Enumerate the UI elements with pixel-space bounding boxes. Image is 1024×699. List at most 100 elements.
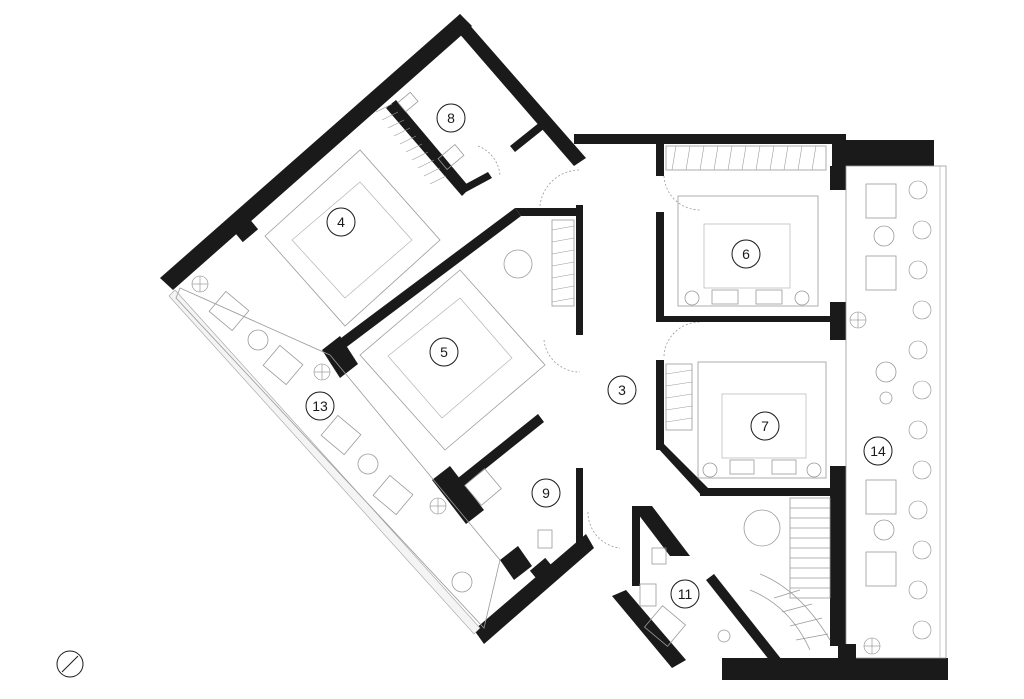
wardrobe-6 [665, 145, 827, 171]
wall-4-5 [325, 208, 521, 358]
room-label-5: 5 [429, 337, 459, 367]
room-label-4: 4 [326, 207, 356, 237]
lounger-14d [865, 551, 897, 587]
wall-11-left [632, 506, 640, 586]
wall-8-bottom [462, 172, 492, 192]
door-7 [663, 321, 701, 357]
lounger-14a [865, 183, 897, 219]
wall-8-inner [510, 122, 545, 152]
bed-7 [697, 361, 827, 479]
lounger-14b [865, 255, 897, 291]
door-9 [587, 511, 621, 549]
toilet-9 [537, 529, 553, 549]
wardrobe-5 [551, 219, 575, 307]
sink-8 [437, 144, 465, 170]
pillow-7a [729, 459, 755, 475]
wall-6-7 [656, 316, 836, 322]
wall-4-8 [386, 100, 470, 196]
svg-text:3: 3 [618, 382, 626, 398]
wall-11-top [632, 506, 690, 556]
wall-6-left [656, 144, 664, 176]
bed-6 [677, 195, 819, 307]
door-8 [477, 145, 501, 177]
svg-text:11: 11 [678, 586, 693, 602]
lounger-14c [865, 479, 897, 515]
room-label-14: 14 [863, 436, 893, 466]
svg-text:13: 13 [312, 398, 328, 414]
corridor-3 [477, 145, 701, 549]
pillow-6b [755, 289, 783, 305]
table-14a [873, 225, 895, 247]
wall-7-diag [656, 444, 708, 496]
table-13a [247, 329, 269, 351]
wall-67-right [830, 302, 846, 340]
svg-text:6: 6 [742, 246, 750, 262]
room-label-6: 6 [731, 239, 761, 269]
right-wing [574, 134, 948, 680]
lamp-6a [684, 290, 700, 306]
lounger-13b [262, 344, 304, 386]
svg-text:14: 14 [870, 443, 886, 459]
sink-11b [717, 629, 731, 643]
pillar-9 [432, 466, 484, 524]
table-14b [875, 361, 897, 383]
wall-7-bottom [700, 488, 836, 496]
door-5 [543, 339, 581, 373]
round-table-hall [743, 509, 781, 547]
room-label-9: 9 [531, 478, 561, 508]
terrace-13-outline [175, 287, 501, 629]
table-14c [879, 391, 893, 405]
wall-outer-se [474, 534, 594, 644]
wall-outer-ne [451, 14, 586, 166]
bed-5 [359, 269, 546, 451]
wall-6-right [830, 166, 846, 190]
wall-7-left [656, 360, 664, 450]
plant-icon [191, 275, 209, 293]
stove-icon [229, 213, 259, 243]
svg-text:7: 7 [761, 418, 769, 434]
room-label-3: 3 [607, 375, 637, 405]
toilet-11 [651, 547, 667, 565]
bed-4 [264, 149, 441, 327]
pillow-6a [711, 289, 739, 305]
room-label-7: 7 [750, 411, 780, 441]
svg-text:5: 5 [440, 344, 448, 360]
lounger-13c [320, 414, 362, 456]
door-6 [663, 175, 701, 211]
armchair-5 [503, 249, 533, 279]
svg-text:4: 4 [337, 214, 345, 230]
pillar-13-5 [322, 336, 358, 378]
pillar-9-low [500, 546, 532, 580]
lamp-7b [806, 462, 822, 478]
table-13b [357, 453, 379, 475]
terrace-14-outline [845, 165, 947, 659]
bed-4-inner [291, 181, 413, 299]
lounger-13d [372, 474, 414, 516]
bed-7-inner [721, 393, 807, 459]
plant-icon [863, 637, 881, 655]
wall-5-right [576, 205, 583, 335]
plant-icon [429, 497, 447, 515]
door-4 [539, 169, 581, 207]
bed-5-inner [387, 297, 513, 419]
plant-icon [313, 363, 331, 381]
table-13c [451, 571, 473, 593]
table-14d [873, 519, 895, 541]
wall-6-left-low [656, 212, 664, 322]
room-label-8: 8 [436, 103, 466, 133]
sink-11 [639, 583, 657, 607]
shower-11 [643, 605, 687, 647]
wardrobe-4 [375, 103, 447, 185]
stove-icon [888, 144, 932, 162]
lounger-13a [208, 290, 250, 332]
bed-6-inner [703, 223, 791, 289]
svg-text:9: 9 [542, 485, 550, 501]
lamp-6b [794, 290, 810, 306]
shower-9 [464, 468, 502, 506]
staircase [749, 497, 831, 651]
wall-7-right [830, 466, 846, 646]
plant-icon [908, 180, 932, 640]
wall-top [574, 134, 846, 144]
wall-5-9 [458, 414, 544, 486]
svg-text:8: 8 [447, 110, 455, 126]
